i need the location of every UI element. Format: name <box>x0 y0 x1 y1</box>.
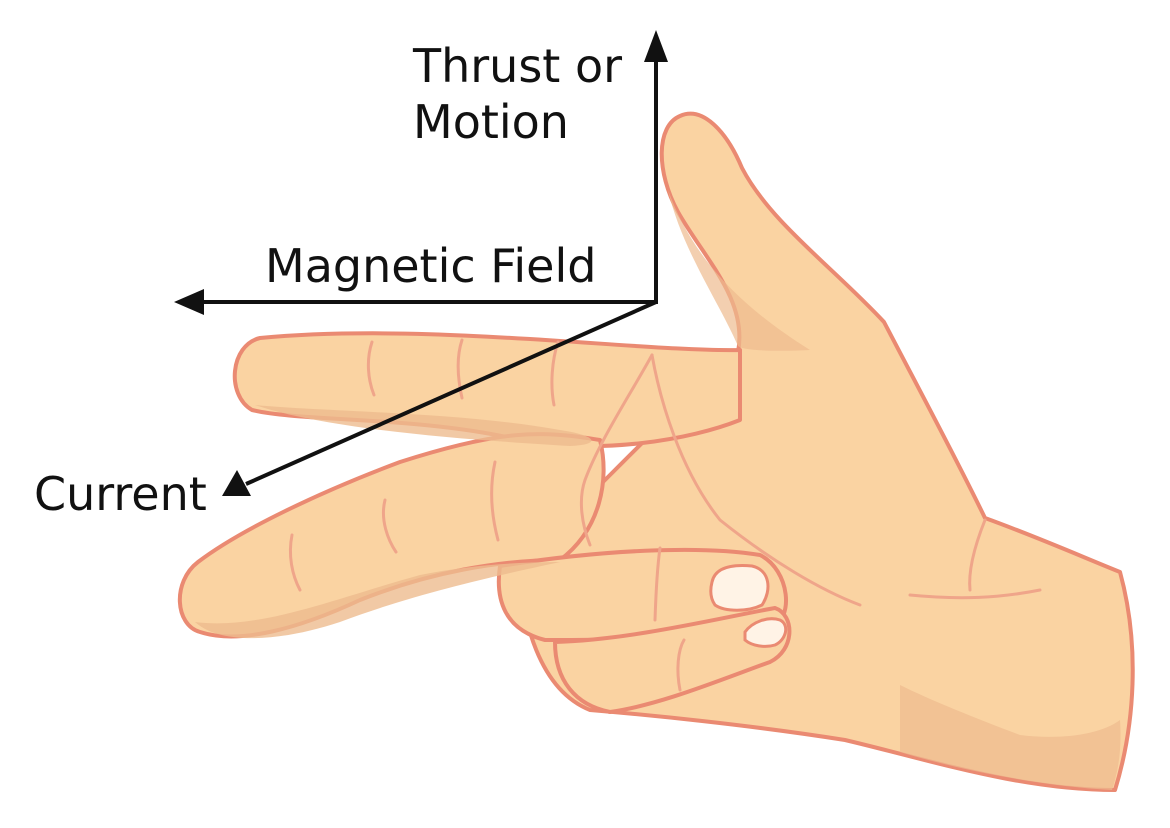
little-finger-nail <box>743 617 788 648</box>
middle-finger-shadow <box>195 562 560 639</box>
force-vectors <box>174 30 668 496</box>
current-arrowhead <box>222 470 251 496</box>
magnetic-field-arrowhead <box>174 289 204 315</box>
ring-finger-nail <box>709 564 770 612</box>
wrist-shadow <box>900 685 1121 790</box>
current-arrow-line <box>245 300 657 486</box>
magnetic-field-label: Magnetic Field <box>265 239 597 293</box>
index-finger-shadow <box>255 405 592 446</box>
thrust-label-line-1: Thrust or <box>413 39 622 93</box>
thumb-shadow <box>668 190 810 351</box>
current-label: Current <box>34 467 207 521</box>
little-finger-folded <box>553 606 792 714</box>
thrust-label-line-2: Motion <box>413 95 569 149</box>
left-hand-icon <box>177 111 1135 792</box>
thrust-or-motion-label: Thrust or Motion <box>413 38 622 150</box>
thrust-arrowhead <box>644 30 668 62</box>
finger-creases <box>288 338 1042 692</box>
